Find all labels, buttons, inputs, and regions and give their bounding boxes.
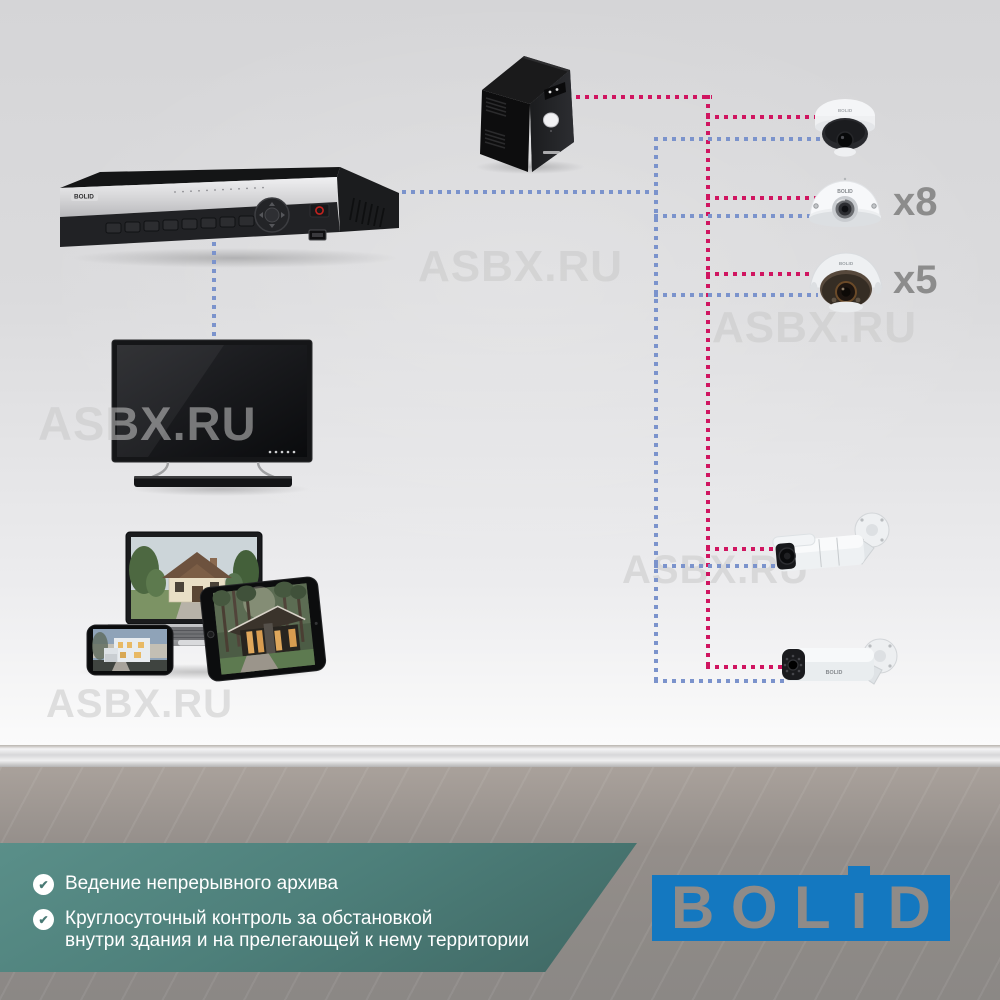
bullet-camera-2: BOLID	[782, 638, 898, 685]
ups-shadow	[475, 160, 585, 174]
camera-brand-text: BOLID	[838, 108, 853, 113]
watermark: ASBX.RU	[712, 303, 918, 352]
dvr-shadow	[70, 248, 400, 268]
eyeball-dome-count-label: x5	[893, 258, 938, 302]
ups-power-button	[543, 113, 559, 127]
mini-dome-count-label: x8	[893, 180, 938, 224]
logo-letter-i-wrap: I	[847, 866, 871, 938]
camera-brand-text: BOLID	[826, 670, 843, 676]
bullet1-body	[772, 533, 865, 572]
tablet	[199, 576, 327, 682]
logo-letter-o: O	[730, 874, 778, 941]
watermark: ASBX.RU	[38, 397, 257, 450]
video-line-dome2	[654, 214, 822, 218]
feature-text-2: Круглосуточный контроль за обстановкой в…	[65, 908, 529, 952]
video-line-bullet2	[654, 679, 788, 683]
smartphone	[86, 624, 174, 676]
tablet-camera-dot	[314, 621, 318, 625]
check-icon: ✔	[33, 874, 54, 895]
power-line-bullet1	[706, 547, 790, 551]
phone-screen-house-image	[92, 629, 167, 671]
watermark: ASBX.RU	[46, 682, 234, 726]
dvr-recorder: BOLID	[60, 167, 399, 247]
power-line-dome2	[706, 196, 818, 200]
feature-text-2-line1: Круглосуточный контроль за обстановкой	[65, 908, 433, 929]
tablet-screen-house-image	[212, 581, 316, 675]
power-line-trunk	[706, 95, 710, 669]
video-line-bullet1	[654, 564, 790, 568]
bullet-camera-1	[772, 512, 890, 572]
dvr-brand-text: BOLID	[74, 194, 94, 201]
camera-brand-text: BOLID	[839, 261, 854, 266]
dome-camera-mini: BOLID	[809, 177, 881, 227]
ups-unit	[480, 56, 574, 172]
feature-bullet-2: ✔ Круглосуточный контроль за обстановкой…	[33, 908, 529, 952]
power-line-bullet2	[706, 665, 792, 669]
watermark: ASBX.RU	[418, 242, 624, 291]
logo-letter-b: B	[671, 874, 715, 941]
feature-text-1: Ведение непрерывного архива	[65, 873, 339, 894]
power-line-dome3	[706, 272, 812, 276]
bullet2-ir-leds	[783, 654, 803, 676]
tv-stand-base	[134, 476, 292, 487]
camera-brand-text: BOLID	[837, 189, 853, 195]
dome-camera-eyeball: BOLID	[809, 252, 883, 313]
ups-led-panel	[544, 82, 566, 100]
logo-letter-d: D	[887, 874, 931, 941]
dvr-led-row	[174, 186, 264, 193]
ups-brand-strip	[543, 151, 560, 154]
power-line-ups	[576, 95, 712, 99]
bolid-logo: B O L I D	[652, 866, 950, 941]
dvr-power-button	[309, 203, 330, 218]
logo-letter-l: L	[793, 874, 831, 941]
dvr-brand-badge	[71, 191, 98, 201]
video-line-trunk	[654, 137, 658, 683]
dome-camera-vandal: BOLID	[815, 99, 875, 157]
logo-i-dot	[848, 866, 871, 893]
check-icon: ✔	[33, 909, 54, 930]
tablet-home-button	[207, 630, 215, 639]
video-line-dome3	[654, 293, 818, 297]
video-line-dvr	[402, 190, 658, 194]
tv-control-dots	[268, 450, 296, 454]
dvr-vents	[349, 197, 385, 228]
feature-banner: ✔ Ведение непрерывного архива ✔ Круглосу…	[0, 843, 637, 972]
ups-vents	[484, 97, 507, 149]
video-line-dvr-to-tv	[212, 242, 216, 341]
dvr-buttons	[105, 215, 255, 234]
feature-bullet-1: ✔ Ведение непрерывного архива	[33, 873, 338, 895]
tv-monitor	[111, 339, 313, 487]
power-line-dome1	[706, 115, 818, 119]
feature-text-2-line2: внутри здания и на прелегающей к нему те…	[65, 930, 530, 951]
baseboard-molding	[0, 745, 1000, 767]
video-line-dome1	[654, 137, 820, 141]
